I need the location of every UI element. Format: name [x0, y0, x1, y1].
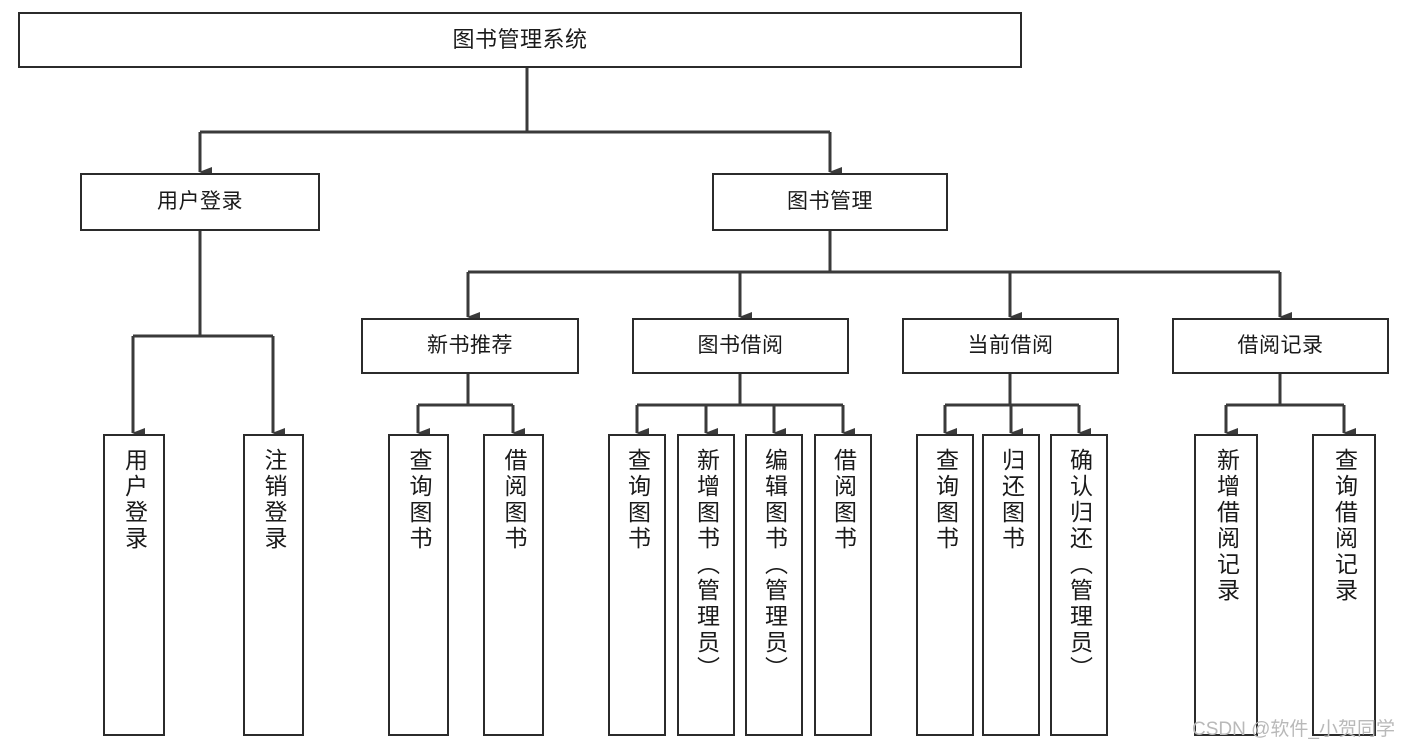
node-user-login[interactable]: 用户登录	[80, 173, 320, 231]
node-label-leaf-borrow-edit: 编辑图书（管理员）	[761, 448, 788, 682]
node-leaf-current-confirm[interactable]: 确认归还（管理员）	[1050, 434, 1108, 736]
node-leaf-current-return[interactable]: 归还图书	[982, 434, 1040, 736]
node-leaf-borrow-lend[interactable]: 借阅图书	[814, 434, 872, 736]
node-label-root: 图书管理系统	[452, 27, 588, 53]
node-book-manage[interactable]: 图书管理	[712, 173, 948, 231]
node-label-leaf-current-return: 归还图书	[998, 448, 1025, 552]
node-label-leaf-current-query: 查询图书	[932, 448, 959, 552]
node-new-book-rec[interactable]: 新书推荐	[361, 318, 579, 374]
node-leaf-borrow-add[interactable]: 新增图书（管理员）	[677, 434, 735, 736]
node-label-leaf-record-query: 查询借阅记录	[1331, 448, 1358, 604]
node-label-leaf-borrow-add: 新增图书（管理员）	[693, 448, 720, 682]
node-label-book-manage: 图书管理	[787, 189, 873, 213]
node-label-leaf-record-add: 新增借阅记录	[1213, 448, 1240, 604]
node-leaf-rec-query[interactable]: 查询图书	[388, 434, 449, 736]
node-label-leaf-rec-borrow: 借阅图书	[501, 448, 527, 552]
node-leaf-user-logout[interactable]: 注销登录	[243, 434, 304, 736]
node-label-leaf-rec-query: 查询图书	[406, 448, 432, 552]
node-current-borrow[interactable]: 当前借阅	[902, 318, 1119, 374]
node-leaf-rec-borrow[interactable]: 借阅图书	[483, 434, 544, 736]
node-label-leaf-user-logout: 注销登录	[261, 448, 287, 552]
node-root[interactable]: 图书管理系统	[18, 12, 1022, 68]
node-label-leaf-current-confirm: 确认归还（管理员）	[1066, 448, 1093, 682]
node-book-borrow[interactable]: 图书借阅	[632, 318, 849, 374]
node-leaf-borrow-query[interactable]: 查询图书	[608, 434, 666, 736]
node-label-current-borrow: 当前借阅	[967, 333, 1054, 357]
node-leaf-user-login[interactable]: 用户登录	[103, 434, 165, 736]
node-leaf-current-query[interactable]: 查询图书	[916, 434, 974, 736]
node-label-book-borrow: 图书借阅	[697, 333, 784, 357]
node-leaf-record-query[interactable]: 查询借阅记录	[1312, 434, 1376, 736]
node-leaf-borrow-edit[interactable]: 编辑图书（管理员）	[745, 434, 803, 736]
node-leaf-record-add[interactable]: 新增借阅记录	[1194, 434, 1258, 736]
node-label-new-book-rec: 新书推荐	[427, 333, 513, 357]
node-label-leaf-borrow-query: 查询图书	[624, 448, 651, 552]
node-label-user-login: 用户登录	[157, 189, 243, 213]
node-label-leaf-borrow-lend: 借阅图书	[830, 448, 857, 552]
node-label-borrow-record: 借阅记录	[1237, 333, 1324, 357]
node-label-leaf-user-login: 用户登录	[121, 448, 148, 552]
node-borrow-record[interactable]: 借阅记录	[1172, 318, 1389, 374]
